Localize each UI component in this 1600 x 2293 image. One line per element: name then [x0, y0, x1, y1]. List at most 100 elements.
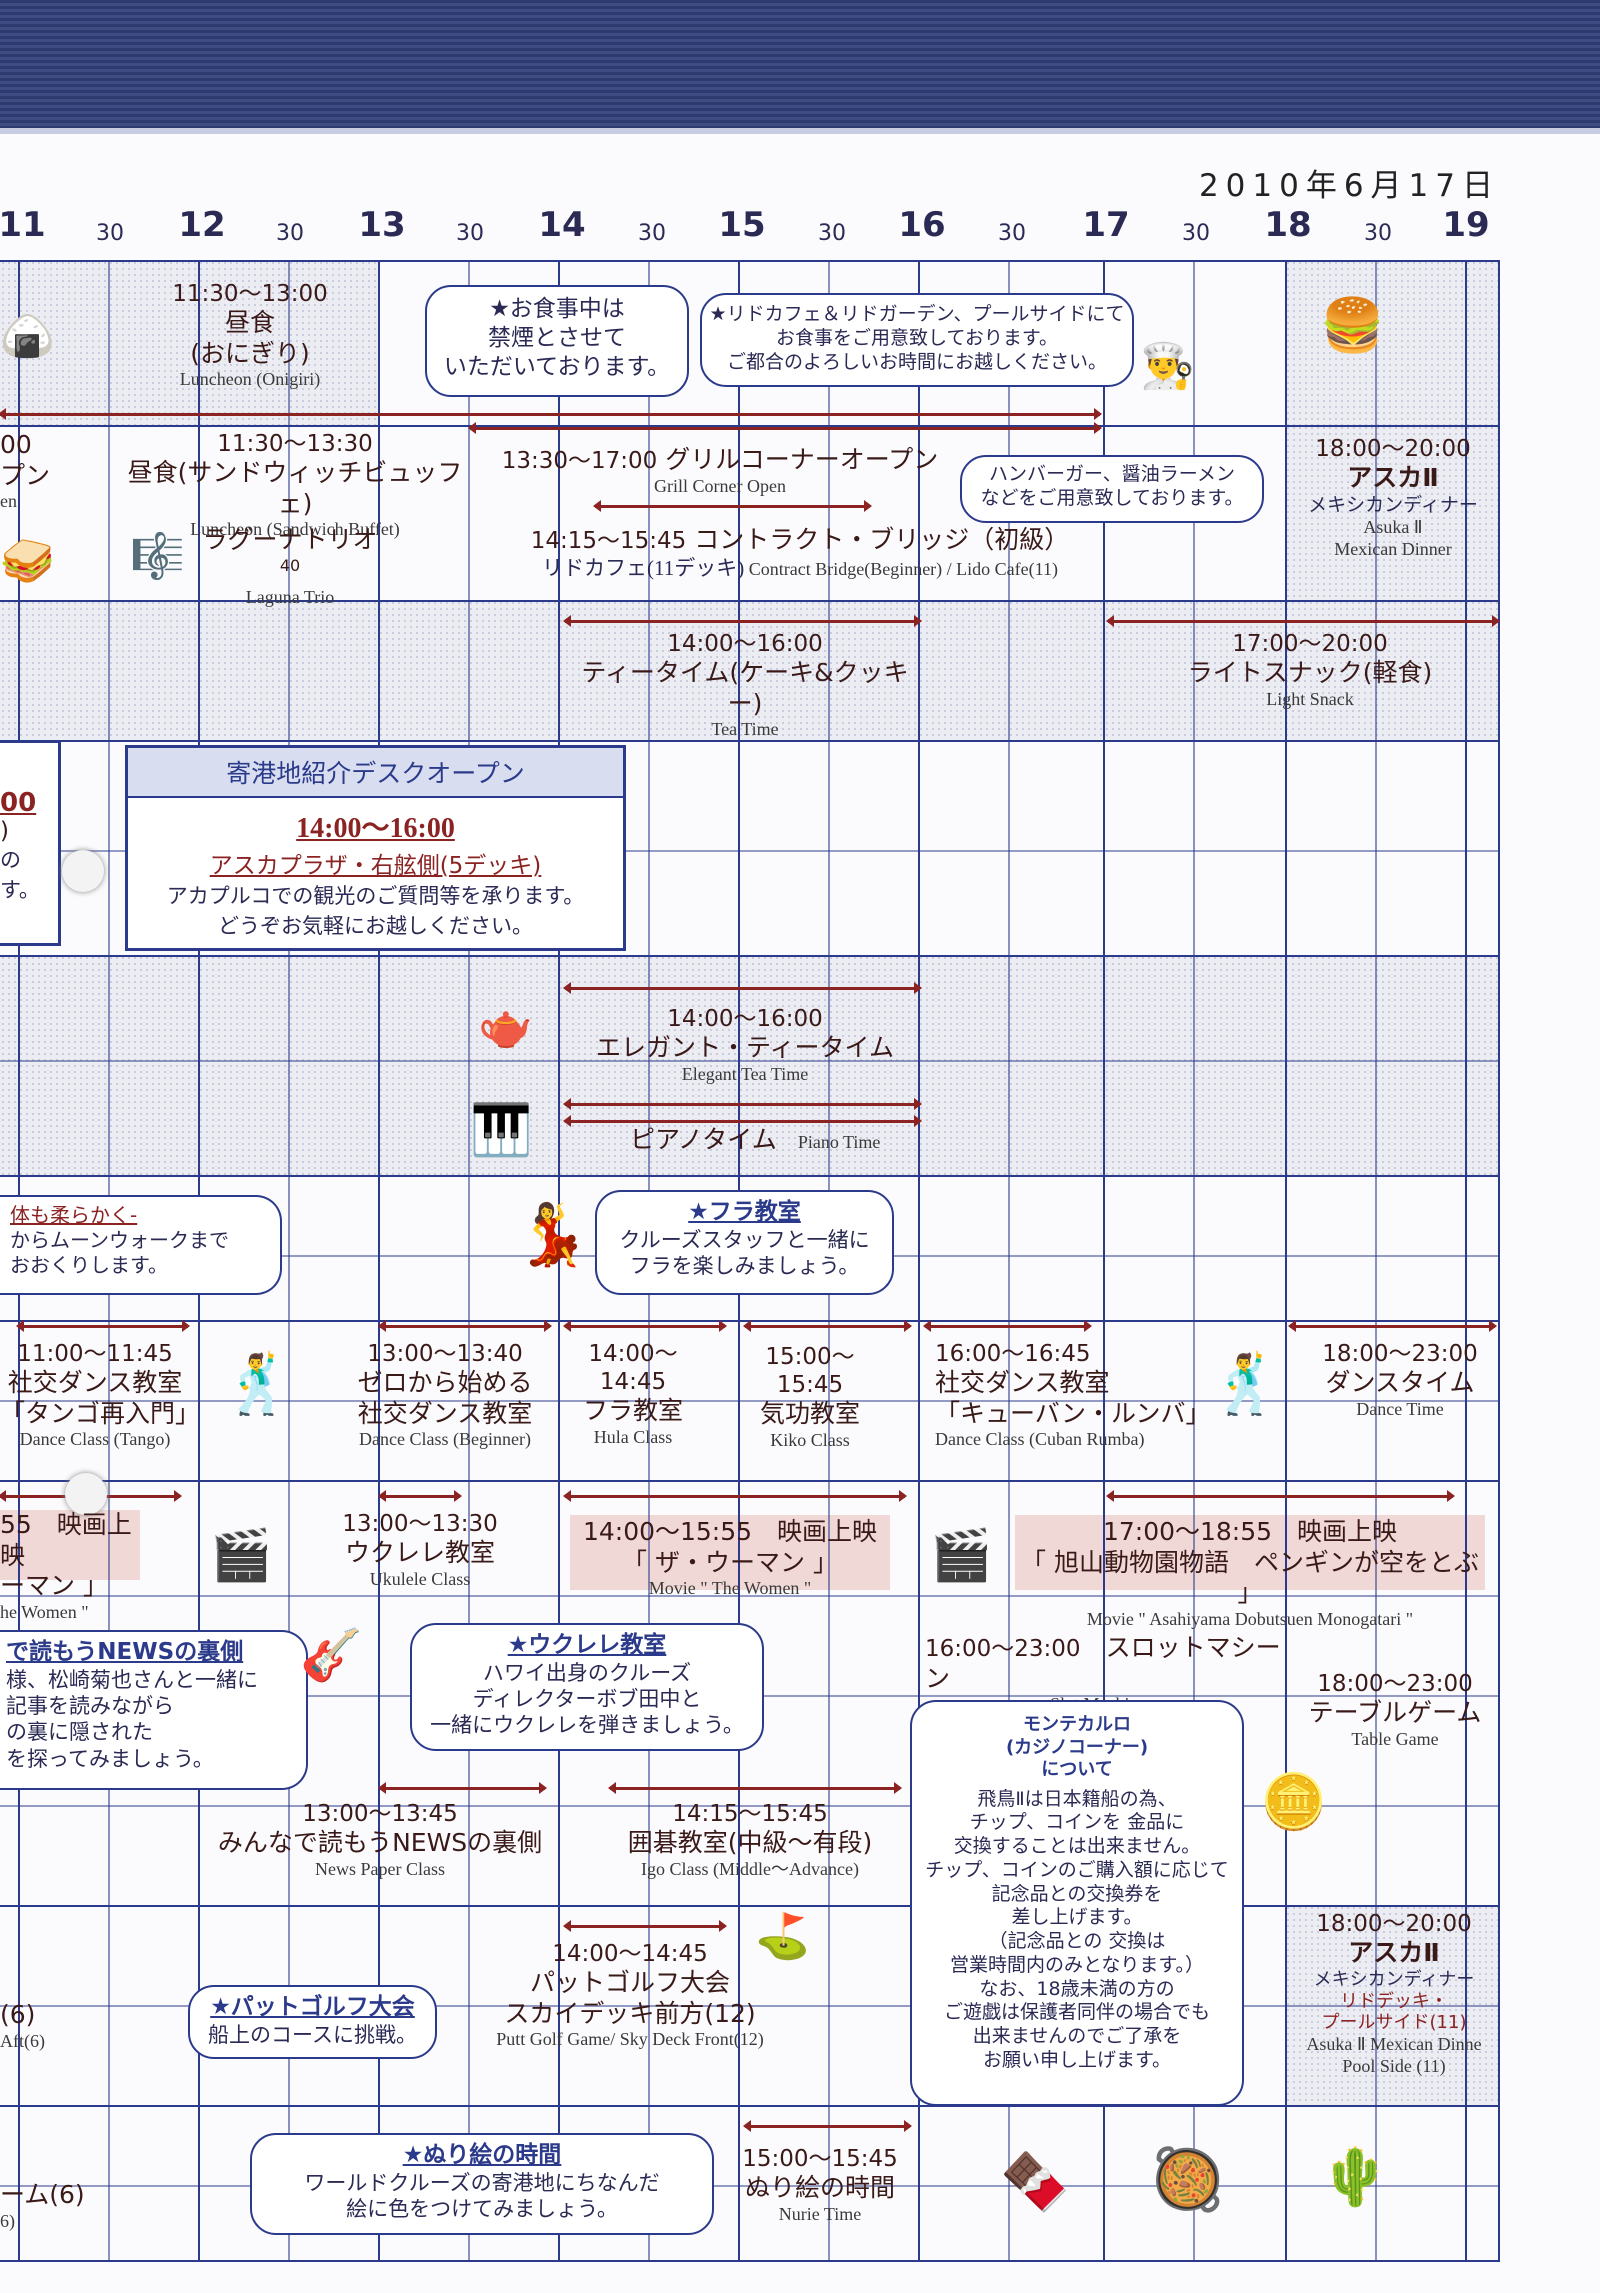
- event-name: グリルコーナーオープン: [665, 445, 939, 474]
- event-name: 社交ダンス教室: [7, 1368, 183, 1398]
- hour-line-17: [1103, 260, 1105, 2260]
- event-en: Table Game: [1351, 1728, 1439, 1749]
- casino-line: 差し上げます。: [1011, 1906, 1143, 1929]
- event-time: 14:00〜16:00: [667, 1006, 823, 1032]
- event-time: 13:00〜13:40: [367, 1341, 523, 1367]
- event-time: 11:30〜13:30: [217, 431, 373, 457]
- piano-time: ピアノタイム Piano Time: [630, 1125, 930, 1156]
- arrow-news: [378, 1782, 547, 1794]
- half-line: [1375, 260, 1377, 2260]
- shade-row3: [0, 600, 1500, 740]
- bubble-line: 記事を読みながら: [6, 1694, 174, 1718]
- bubble-line: 様、松崎菊也さんと一緒に: [6, 1667, 258, 1692]
- casino-bubble: モンテカルロ (カジノコーナー) について 飛鳥Ⅱは日本籍船の為、 チップ、コイ…: [910, 1700, 1244, 2106]
- event-en: Asuka Ⅱ: [1363, 516, 1423, 537]
- half-line: [288, 260, 290, 2260]
- event-name: コントラクト・ブリッジ（初級）: [694, 525, 1070, 554]
- half-label: 30: [1182, 221, 1210, 246]
- hour-label: 12: [178, 205, 226, 245]
- casino-line: チップ、コインのご購入額に応じて: [925, 1858, 1229, 1881]
- box-line: アカプルコでの観光のご質問等を承ります。: [166, 884, 585, 908]
- sandwich-icon: 🥪: [0, 536, 55, 587]
- grid-bottom-line: [0, 2260, 1500, 2262]
- bubble-line: フラを楽しみましょう。: [629, 1254, 860, 1278]
- tea-time: 14:00〜16:00 ティータイム(ケーキ&クッキー) Tea Time: [580, 630, 910, 741]
- half-label: 30: [456, 221, 484, 246]
- sub-row-line: [0, 2185, 1500, 2187]
- event-en: Mexican Dinner: [1334, 538, 1452, 559]
- arrow-movie-center: [563, 1490, 907, 1502]
- event-name: アスカⅡ: [1348, 1938, 1440, 1968]
- ukulele-bubble: ★ウクレレ教室 ハワイ出身のクルーズ ディレクターボブ田中と 一緒にウクレレを弾…: [410, 1623, 764, 1751]
- bubble-line: 船上のコースに挑戦。: [208, 2022, 417, 2047]
- schedule-grid: 11 30 12 30 13 30 14 30 15 30 16 30 17 3…: [0, 205, 1500, 2265]
- sub-row-line: [0, 1060, 1500, 1062]
- event-en: Luncheon (Onigiri): [179, 369, 321, 390]
- hour-label: 19: [1442, 205, 1490, 245]
- nurie-bubble: ★ぬり絵の時間 ワールドクルーズの寄港地にちなんだ 絵に色をつけてみましょう。: [250, 2133, 714, 2235]
- half-line: [1193, 260, 1195, 2260]
- half-line: [468, 260, 470, 2260]
- arrow-ukulele: [378, 1490, 462, 1502]
- sub-row-line: [0, 2005, 1500, 2007]
- event-name: 14:00〜15:55 映画上映: [582, 1517, 878, 1546]
- casino-line: ご遊戯は保護者同伴の場合でも: [943, 2001, 1210, 2024]
- casino-line: チップ、コインを 金品に: [969, 1811, 1185, 1834]
- mariachi-icon: 🌵: [1320, 2145, 1390, 2210]
- arrow-hula: [563, 1320, 727, 1332]
- half-line: [1008, 260, 1010, 2260]
- arrow-bridge: [593, 500, 872, 512]
- lido-bubble: ★リドカフェ＆リドガーデン、プールサイドにて お食事をご用意致しております。 ご…: [700, 293, 1134, 387]
- event-sub: メキシカンディナー: [1313, 1968, 1475, 1990]
- grill-bubble: ハンバーガー、醤油ラーメン などをご用意致しております。: [960, 455, 1264, 523]
- row2-left-cut: 00 プン en: [0, 430, 50, 513]
- laguna-trio: ラグーナトリオ 40 Laguna Trio: [200, 525, 380, 609]
- box-time: 14:00〜16:00: [296, 813, 455, 844]
- event-time: 18:00〜20:00: [1315, 436, 1471, 462]
- event-time: 11:00〜11:45: [17, 1341, 173, 1367]
- arrow-movie-right: [1106, 1490, 1455, 1502]
- row-line: [0, 740, 1500, 742]
- header-band: [0, 0, 1600, 134]
- hole-punch: [62, 850, 104, 892]
- event-name: スロットマシーン: [925, 1633, 1281, 1693]
- dancing-couple-icon: 🕺: [222, 1350, 295, 1418]
- port-desk-box: 寄港地紹介デスクオープン 14:00〜16:00 アスカプラザ・右舷側(5デッキ…: [125, 745, 626, 951]
- half-label: 30: [638, 221, 666, 246]
- grill-corner: 13:30〜17:00 グリルコーナーオープン Grill Corner Ope…: [490, 445, 950, 497]
- chocolate-icon: 🍫: [1000, 2150, 1070, 2215]
- half-label: 30: [96, 221, 124, 246]
- event-name: ライトスナック(軽食): [1187, 658, 1433, 688]
- event-name: ダンスタイム: [1325, 1368, 1475, 1398]
- deck-number: 40: [279, 555, 301, 575]
- event-time: 18:00〜23:00: [1317, 1671, 1473, 1697]
- casino-heading: について: [1041, 1759, 1113, 1780]
- event-time: 14:00〜14:45: [552, 1941, 708, 1967]
- event-sub: 「キューバン・ルンバ」: [935, 1398, 1211, 1428]
- bubble-line: ハワイ出身のクルーズ: [482, 1660, 692, 1685]
- hour-line-14: [558, 260, 560, 2260]
- teapot-icon: 🫖: [478, 1001, 533, 1052]
- event-en: Igo Class (Middle〜Advance): [641, 1858, 859, 1879]
- event-name: 社交ダンス教室: [935, 1368, 1110, 1398]
- asuka-mexican-dinner-pool: 18:00〜20:00 アスカⅡ メキシカンディナー リドデッキ・ プールサイド…: [1288, 1910, 1500, 2078]
- event-name: 昼食(サンドウィッチビュッフェ): [127, 458, 463, 518]
- event-sub: 「 ザ・ウーマン 」: [622, 1547, 838, 1577]
- piano-icon: 🎹: [470, 1101, 533, 1159]
- event-en: Dance Class (Cuban Rumba): [935, 1429, 1145, 1450]
- event-sub: メキシカンディナー: [1308, 493, 1478, 516]
- hula-dancer-icon: 💃: [515, 1200, 590, 1270]
- event-name: フラ教室: [582, 1396, 683, 1426]
- event-time: 18:00〜20:00: [1316, 1911, 1472, 1937]
- arrow-tea: [563, 615, 922, 627]
- event-en: Putt Golf Game/ Sky Deck Front(12): [496, 2029, 764, 2050]
- shade-row2-right: [1285, 425, 1500, 600]
- event-en: Dance Class (Beginner): [359, 1429, 531, 1450]
- tango-class: 11:00〜11:45 社交ダンス教室 「タンゴ再入門」 Dance Class…: [0, 1340, 200, 1451]
- arrow-snack: [1106, 615, 1500, 627]
- event-en: Tea Time: [711, 719, 779, 740]
- movie-bg-left: [0, 1510, 140, 1580]
- event-sub: リドデッキ・: [1340, 1990, 1448, 2012]
- event-en: Contract Bridge(Beginner) / Lido Cafe(11…: [748, 558, 1058, 579]
- event-en: Luncheon (Sandwich Buffet): [190, 519, 400, 540]
